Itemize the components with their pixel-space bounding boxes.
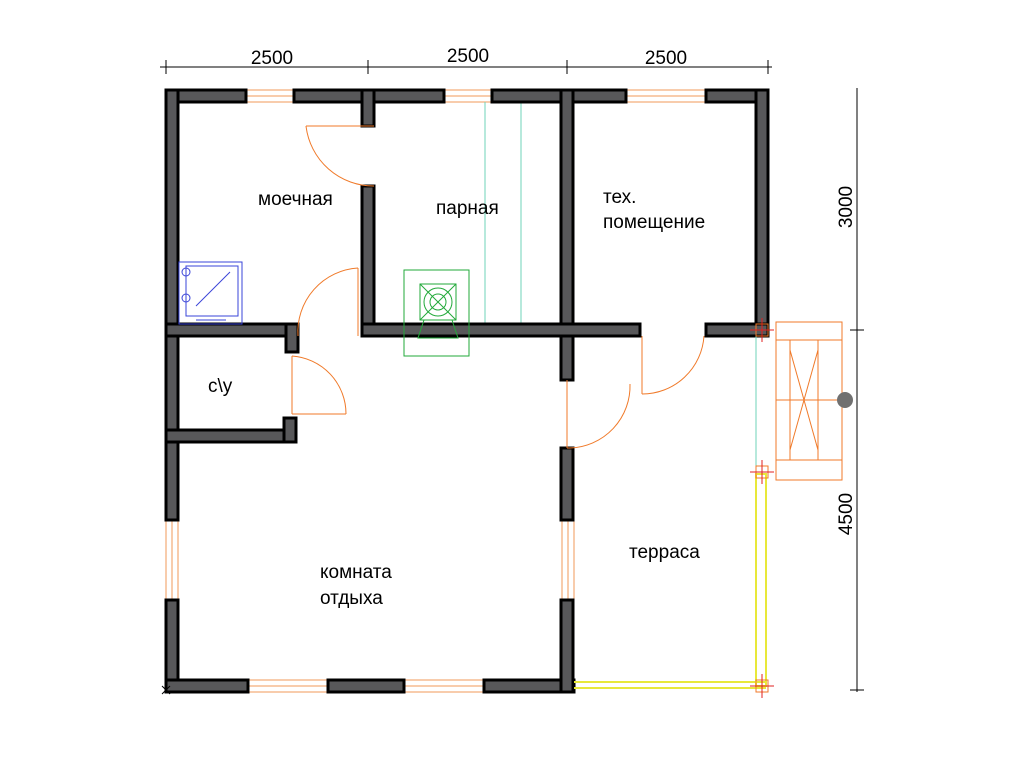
label-rest-room-1: комната (320, 562, 392, 583)
stove-icon (403, 269, 470, 357)
label-washroom: моечная (258, 189, 333, 210)
dim-top-3: 2500 (645, 48, 687, 69)
shower-icon (178, 261, 243, 325)
dim-top-2: 2500 (447, 46, 489, 67)
label-terrace: терраса (629, 542, 700, 563)
room-labels: моечная парная тех. помещение с\у комнат… (208, 187, 705, 609)
dim-top-1: 2500 (251, 48, 293, 69)
label-toilet: с\у (208, 376, 233, 397)
post-markers (750, 318, 774, 698)
dim-right-2: 4500 (836, 493, 857, 535)
corner-mark-icon (161, 685, 171, 695)
dim-right-1: 3000 (836, 186, 857, 228)
windows (165, 89, 707, 693)
label-tech-room-1: тех. (603, 187, 636, 208)
glass-partition (484, 102, 522, 324)
label-rest-room-2: отдыха (320, 588, 383, 609)
label-tech-room-2: помещение (603, 212, 705, 233)
label-steam-room: парная (436, 198, 499, 219)
terrace-stairs (775, 321, 843, 481)
top-dimension: 2500 2500 2500 (160, 46, 772, 74)
doors (291, 125, 705, 449)
terrace-railing (574, 336, 767, 689)
right-dimension: 3000 4500 (836, 88, 864, 692)
lamp-icon (837, 392, 853, 408)
walls (164, 88, 770, 694)
